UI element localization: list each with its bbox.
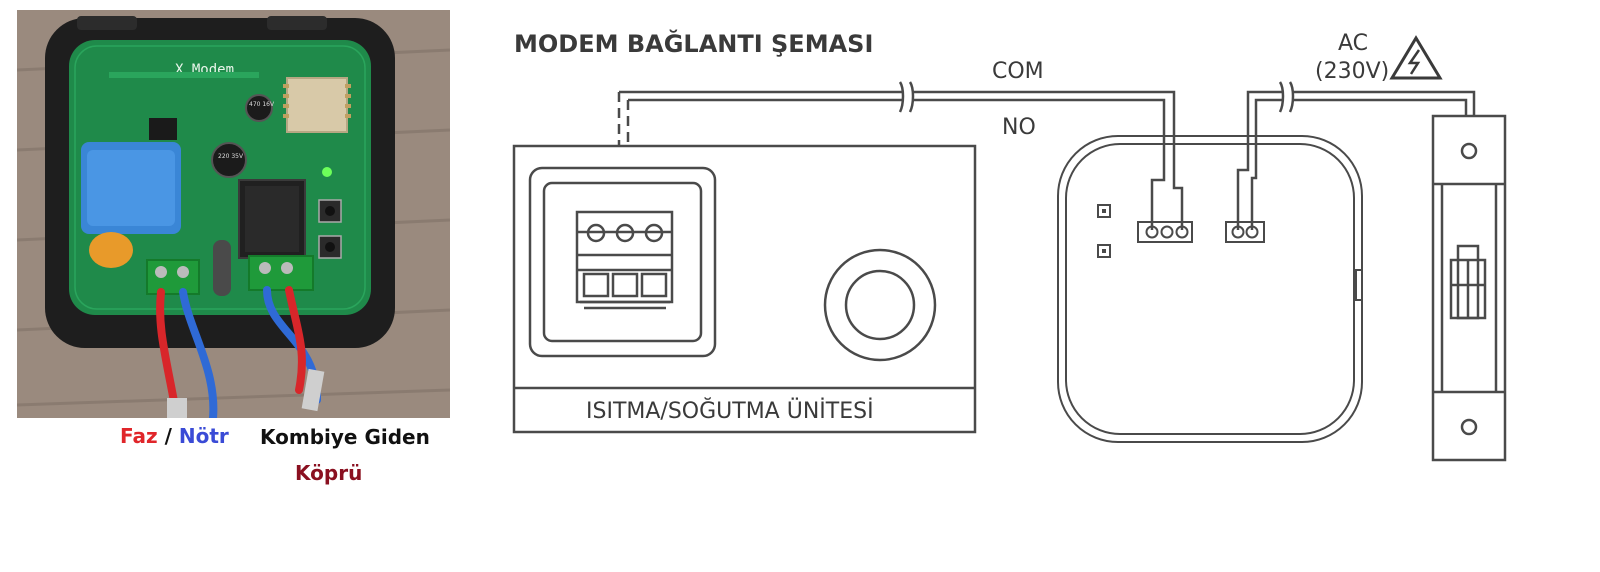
com-no-wires xyxy=(617,81,1184,230)
terminal-right xyxy=(248,255,314,291)
wire-bridge-red xyxy=(285,286,306,394)
varistor xyxy=(89,232,133,268)
capacitor-470 xyxy=(245,94,273,122)
modem-power-terminal xyxy=(1225,221,1265,243)
kombiye-giden-label: Kombiye Giden xyxy=(260,425,430,449)
notr-label: Nötr xyxy=(178,424,229,448)
wiring-diagram: MODEM BAĞLANTI ŞEMASI COM NO AC (230V) I… xyxy=(512,28,1507,462)
ic-chip xyxy=(149,118,177,140)
diagram-title: MODEM BAĞLANTI ŞEMASI xyxy=(514,28,873,58)
terminal-left xyxy=(146,259,200,295)
capacitor-220 xyxy=(211,142,247,178)
unit-label: ISITMA/SOĞUTMA ÜNİTESİ xyxy=(586,398,874,424)
ac-power-wires xyxy=(1236,81,1476,230)
svg-text:470 16V: 470 16V xyxy=(249,101,275,108)
status-led xyxy=(322,167,332,177)
voltage-label: (230V) xyxy=(1315,59,1389,84)
ac-breaker-box xyxy=(1431,114,1507,462)
ac-label: AC xyxy=(1338,31,1368,56)
faz-label: Faz xyxy=(120,424,158,448)
heating-cooling-unit xyxy=(512,144,977,434)
kopru-label: Köprü xyxy=(295,461,363,485)
svg-text:220 35V: 220 35V xyxy=(218,153,244,160)
phase-neutral-caption: Faz / Nötr xyxy=(120,424,229,448)
high-voltage-warning-icon xyxy=(1389,35,1443,80)
wifi-module xyxy=(286,77,348,133)
resistor xyxy=(213,240,231,296)
modem-pcb-photo: X Modem 470 16V 220 35V xyxy=(17,10,450,418)
no-label: NO xyxy=(1002,115,1036,140)
com-label: COM xyxy=(992,59,1044,84)
modem-mount-dot-1 xyxy=(1102,209,1106,213)
slash-separator: / xyxy=(157,424,179,448)
modem-mount-dot-2 xyxy=(1102,249,1106,253)
wire-notr xyxy=(179,288,218,418)
modem-relay-terminal xyxy=(1137,221,1193,243)
modem-device xyxy=(1057,135,1363,443)
